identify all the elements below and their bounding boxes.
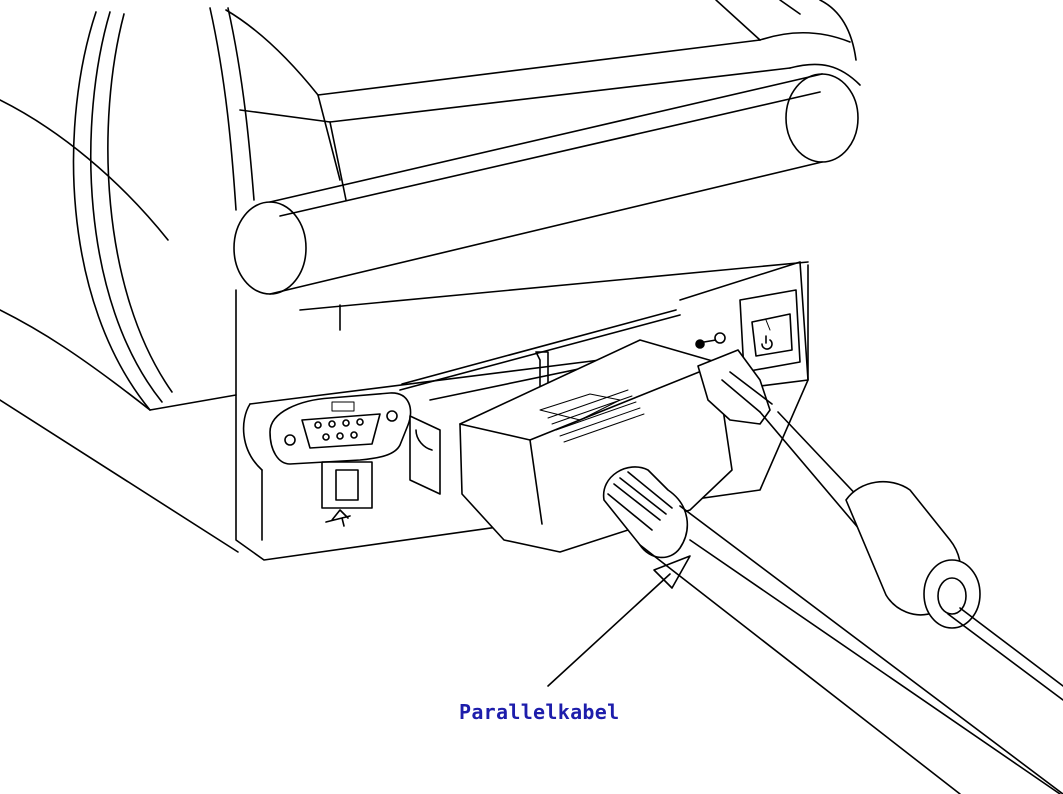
parallel-cable-label: Parallelkabel bbox=[459, 700, 620, 724]
callout-arrow bbox=[547, 555, 691, 687]
power-switch bbox=[739, 289, 801, 373]
parallel-cable bbox=[602, 466, 1063, 794]
printer-top-cover bbox=[225, 0, 861, 201]
power-symbol-icon bbox=[695, 332, 726, 349]
printer-hinge-bar bbox=[233, 73, 859, 295]
usb-icon bbox=[321, 461, 373, 527]
printer-side-housing bbox=[0, 7, 255, 553]
power-connector-icon bbox=[697, 349, 1063, 701]
power-on-icon bbox=[761, 335, 773, 350]
serial-port-icon bbox=[269, 392, 412, 465]
